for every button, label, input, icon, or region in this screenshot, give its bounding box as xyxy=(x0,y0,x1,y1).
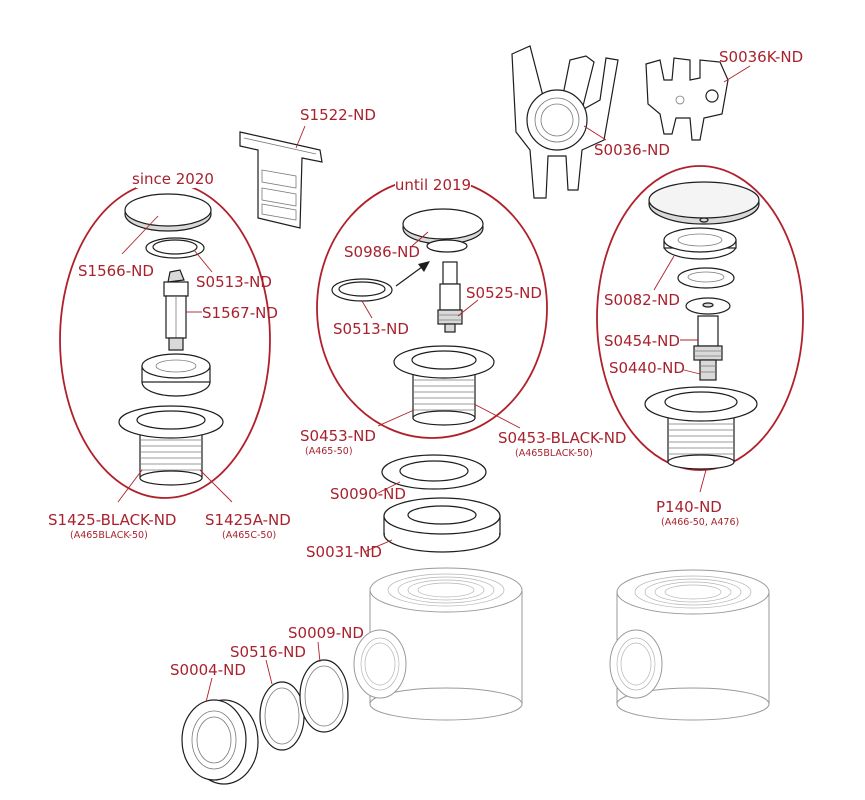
s0082-seal-part xyxy=(663,227,737,260)
label-s0440: S0440-ND xyxy=(609,359,685,377)
s0516-ring-part xyxy=(259,681,305,751)
s1567-spindle-part xyxy=(163,269,189,351)
label-s0513-left: S0513-ND xyxy=(196,273,272,291)
trap-body-middle-part xyxy=(353,567,523,721)
s1566-cap-part xyxy=(124,193,212,232)
s0453-body-part xyxy=(393,345,495,426)
label-s0453-sub: (A465-50) xyxy=(305,446,353,457)
s0036k-wrench-part xyxy=(645,57,729,141)
label-s1425a: S1425A-ND xyxy=(205,511,291,529)
label-s0004: S0004-ND xyxy=(170,661,246,679)
s1425-body-part xyxy=(118,405,224,486)
group-label-since-2020: since 2020 xyxy=(132,170,214,188)
p140-cap-part xyxy=(648,181,760,225)
label-s0525: S0525-ND xyxy=(466,284,542,302)
group-oval-p140 xyxy=(596,165,804,471)
label-s0986: S0986-ND xyxy=(344,243,420,261)
label-s0036k: S0036K-ND xyxy=(719,48,803,66)
label-s0453-black: S0453-BLACK-ND xyxy=(498,429,626,447)
s0036-wrench-part xyxy=(511,45,619,199)
label-s1425a-sub: (A465C-50) xyxy=(222,530,276,541)
label-s0516: S0516-ND xyxy=(230,643,306,661)
label-s1522: S1522-ND xyxy=(300,106,376,124)
group-label-until-2019: until 2019 xyxy=(395,176,471,194)
s0513-seal-left-part xyxy=(145,237,205,259)
label-s0009: S0009-ND xyxy=(288,624,364,642)
label-s0031: S0031-ND xyxy=(306,543,382,561)
label-p140: P140-ND xyxy=(656,498,722,516)
label-p140-sub: (A466-50, A476) xyxy=(661,517,739,528)
s0082-ring-part xyxy=(677,267,735,289)
label-s1566: S1566-ND xyxy=(78,262,154,280)
s0004-nut-part xyxy=(181,699,259,785)
label-s0513-mid: S0513-ND xyxy=(333,320,409,338)
s0513-seal-mid-part xyxy=(331,278,393,302)
s1522-strainer-part xyxy=(239,131,323,229)
s1425-nut-part xyxy=(141,353,211,397)
label-s1425-black-sub: (A465BLACK-50) xyxy=(70,530,148,541)
label-s0454: S0454-ND xyxy=(604,332,680,350)
label-s0082: S0082-ND xyxy=(604,291,680,309)
trap-body-right-part xyxy=(609,569,770,721)
s0440-body-part xyxy=(644,386,758,470)
s0031-gasket-part xyxy=(383,497,501,553)
label-s0453-black-sub: (A465BLACK-50) xyxy=(515,448,593,459)
label-s1567: S1567-ND xyxy=(202,304,278,322)
label-s0036: S0036-ND xyxy=(594,141,670,159)
s0525-spindle-part xyxy=(437,261,463,333)
arrow-icon xyxy=(395,261,430,287)
label-s0453: S0453-ND xyxy=(300,427,376,445)
label-s0090: S0090-ND xyxy=(330,485,406,503)
s0454-spindle-part xyxy=(693,315,723,381)
s0454-disc-part xyxy=(685,297,731,315)
s0009-ring-part xyxy=(299,659,349,733)
s0090-gasket-part xyxy=(381,454,487,490)
label-s1425-black: S1425-BLACK-ND xyxy=(48,511,176,529)
